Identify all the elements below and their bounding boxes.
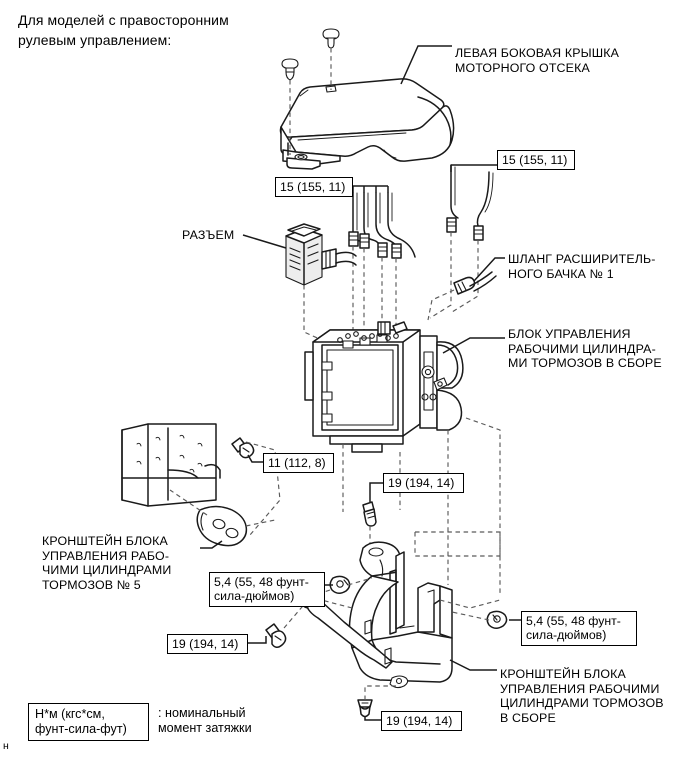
engine-room-cover-art	[279, 78, 455, 170]
torque-box-bracket-upper-bolt: 19 (194, 14)	[383, 473, 464, 494]
callout-brake-actuator-bracket-no5: КРОНШТЕЙН БЛОКА УПРАВЛЕНИЯ РАБО- ЧИМИ ЦИ…	[42, 534, 172, 592]
bolt-bracket-left	[247, 599, 309, 648]
torque-box-grommet-left: 5,4 (55, 48 фунт- сила-дюймов)	[209, 572, 325, 607]
bracket-no5-art	[169, 489, 276, 549]
brake-tube-group-left	[345, 185, 416, 340]
torque-box-bracket-left-bolt: 19 (194, 14)	[167, 634, 248, 655]
body-panel-art	[121, 423, 221, 507]
callout-engine-room-left-side-cover: ЛЕВАЯ БОКОВАЯ КРЫШКА МОТОРНОГО ОТСЕКА	[455, 46, 620, 75]
connector-art	[242, 223, 357, 346]
legend-description: : номинальный момент затяжки	[158, 706, 252, 735]
bolt-bracket-bottom	[357, 685, 396, 721]
bracket-assembly-art	[300, 531, 501, 689]
torque-box-bracket-bottom-bolt: 19 (194, 14)	[381, 711, 462, 732]
reservoir-hose-art	[427, 257, 505, 321]
brake-actuator-art	[304, 321, 505, 596]
torque-box-brake-line-right: 15 (155, 11)	[497, 150, 575, 171]
callout-reservoir-hose-no1: ШЛАНГ РАСШИРИТЕЛЬ- НОГО БАЧКА № 1	[508, 252, 656, 281]
cover-clip-upper	[322, 28, 340, 90]
torque-box-brake-line-left: 15 (155, 11)	[275, 177, 353, 198]
legend-unit-box: Н*м (кгс*см, фунт-сила-фут)	[28, 703, 149, 741]
callout-connector: РАЗЪЕМ	[182, 228, 235, 242]
torque-legend: Н*м (кгс*см, фунт-сила-фут) : номинальны…	[28, 703, 252, 741]
callout-brake-actuator-assembly: БЛОК УПРАВЛЕНИЯ РАБОЧИМИ ЦИЛИНДРА- МИ ТО…	[508, 327, 662, 371]
torque-box-grommet-right: 5,4 (55, 48 фунт- сила-дюймов)	[521, 611, 637, 646]
cover-clip-lower	[281, 58, 299, 155]
bolt-bracket-upper	[362, 482, 383, 548]
intro-note: Для моделей с правосторонним рулевым упр…	[18, 12, 229, 48]
page-corner-mark: н	[3, 740, 9, 752]
grommet-right	[451, 610, 521, 629]
callout-brake-actuator-bracket-assembly: КРОНШТЕЙН БЛОКА УПРАВЛЕНИЯ РАБОЧИМИ ЦИЛИ…	[500, 667, 664, 725]
torque-box-bracket-no5-bolt: 11 (112, 8)	[263, 453, 334, 474]
brake-tube-group-right	[429, 164, 497, 319]
bolt-bracket-no5	[231, 437, 281, 536]
grommet-left	[299, 575, 373, 601]
